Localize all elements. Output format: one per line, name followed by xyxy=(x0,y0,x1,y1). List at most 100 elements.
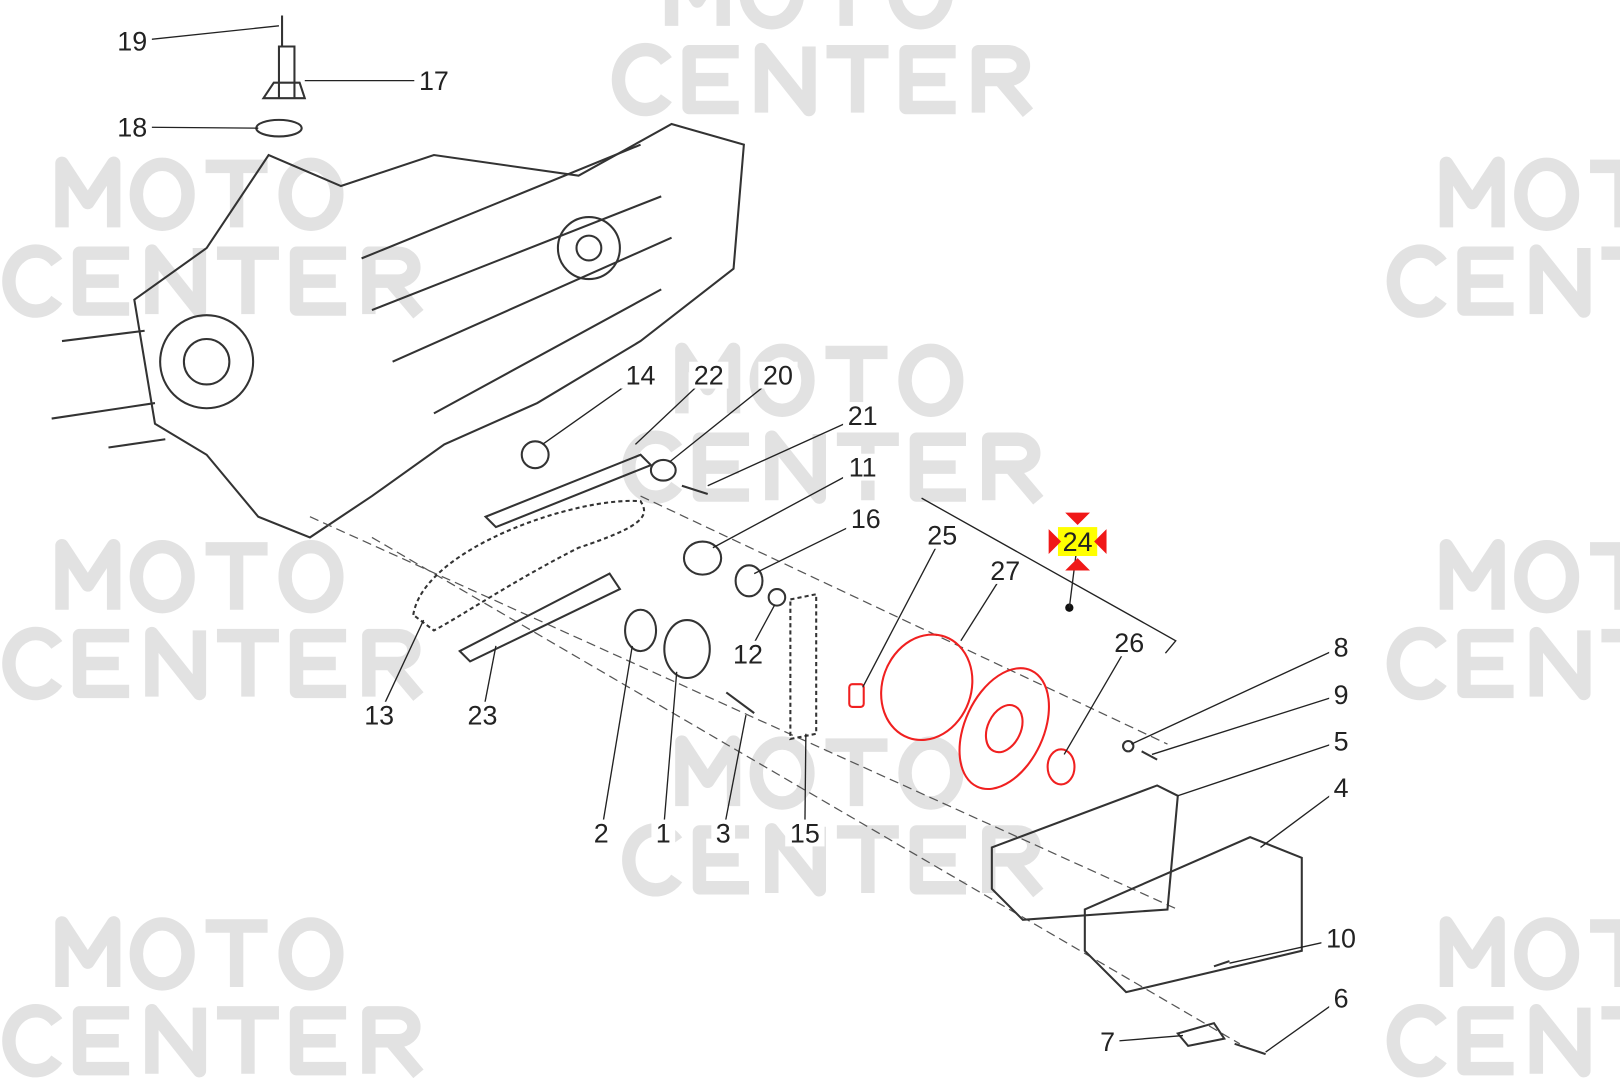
oil-pump-set-drawing-highlighted xyxy=(848,497,1177,791)
engine-crankcase-drawing xyxy=(51,15,745,539)
part-callout-7[interactable]: 7 xyxy=(1095,1027,1120,1057)
leader-line xyxy=(662,671,678,834)
label-background xyxy=(689,361,729,389)
label-background xyxy=(1321,924,1361,952)
part-callout-3[interactable]: 3 xyxy=(711,818,736,848)
selection-arrow-icon xyxy=(1065,512,1090,526)
watermark-logo xyxy=(629,742,1039,893)
leader-line xyxy=(132,25,280,43)
part-number-label[interactable]: 2 xyxy=(594,818,609,848)
watermark-logo xyxy=(618,0,1028,113)
part-callout-18[interactable]: 18 xyxy=(112,112,152,142)
leader-lines xyxy=(132,25,1342,1053)
part-number-label[interactable]: 27 xyxy=(990,556,1020,586)
part-callout-15[interactable]: 15 xyxy=(785,818,825,848)
label-background xyxy=(728,640,768,668)
label-background xyxy=(1329,774,1353,801)
label-background xyxy=(359,701,399,729)
part-number-label[interactable]: 5 xyxy=(1334,726,1349,756)
label-background xyxy=(711,819,736,847)
part-number-label[interactable]: 26 xyxy=(1114,628,1144,658)
part-callout-11[interactable]: 11 xyxy=(843,452,883,482)
part-number-label[interactable]: 16 xyxy=(851,504,881,534)
leader-line xyxy=(712,466,864,549)
label-background xyxy=(1109,629,1149,657)
part-callout-24[interactable]: 24 xyxy=(1048,512,1107,571)
leader-line xyxy=(1260,786,1342,849)
leader-line xyxy=(669,374,779,463)
selection-arrow-icon xyxy=(1048,529,1062,554)
part-number-label[interactable]: 1 xyxy=(656,818,671,848)
label-background xyxy=(414,67,454,95)
part-number-label[interactable]: 18 xyxy=(117,112,147,142)
leader-line xyxy=(1131,646,1342,745)
part-callout-1[interactable]: 1 xyxy=(651,818,676,848)
part-callout-22[interactable]: 22 xyxy=(689,360,729,390)
leader-line xyxy=(1063,642,1130,755)
part-number-label[interactable]: 15 xyxy=(790,818,820,848)
leader-line xyxy=(862,535,943,688)
label-background xyxy=(1329,633,1353,661)
leader-line xyxy=(707,414,863,487)
part-number-label[interactable]: 25 xyxy=(927,521,957,551)
part-number-label[interactable]: 3 xyxy=(716,818,731,848)
part-callout-4[interactable]: 4 xyxy=(1329,773,1353,803)
label-background xyxy=(589,819,614,847)
label-background xyxy=(846,505,886,533)
label-background xyxy=(462,701,503,729)
watermark-layer xyxy=(9,0,1620,1074)
part-number-label[interactable]: 19 xyxy=(117,27,147,57)
part-number-label[interactable]: 20 xyxy=(763,360,793,390)
part-callout-21[interactable]: 21 xyxy=(843,401,883,431)
watermark-logo xyxy=(9,923,419,1074)
part-number-label[interactable]: 11 xyxy=(849,452,877,482)
selection-arrow-icon xyxy=(1094,529,1107,554)
label-background xyxy=(985,557,1025,584)
part-number-label[interactable]: 6 xyxy=(1334,984,1349,1014)
part-callout-16[interactable]: 16 xyxy=(846,504,886,534)
part-callout-20[interactable]: 20 xyxy=(758,360,798,390)
highlight-box xyxy=(1057,527,1098,557)
label-background xyxy=(620,361,661,389)
label-background xyxy=(112,27,152,55)
part-callout-23[interactable]: 23 xyxy=(462,700,503,730)
part-number-label[interactable]: 21 xyxy=(848,401,878,431)
part-callout-9[interactable]: 9 xyxy=(1329,680,1353,710)
part-number-label[interactable]: 14 xyxy=(626,360,656,390)
label-background xyxy=(843,453,883,481)
part-number-label[interactable]: 7 xyxy=(1100,1027,1115,1057)
part-number-label[interactable]: 13 xyxy=(364,700,394,730)
part-callout-27[interactable]: 27 xyxy=(985,556,1025,586)
part-callout-14[interactable]: 14 xyxy=(620,360,661,390)
label-background xyxy=(1329,984,1353,1012)
part-number-label[interactable]: 22 xyxy=(694,360,724,390)
leader-line xyxy=(1177,740,1342,797)
part-number-label[interactable]: 9 xyxy=(1334,680,1349,710)
part-callout-2[interactable]: 2 xyxy=(589,818,614,848)
part-callout-10[interactable]: 10 xyxy=(1321,924,1361,954)
label-background xyxy=(785,819,825,847)
part-callout-26[interactable]: 26 xyxy=(1109,628,1149,658)
label-background xyxy=(1329,681,1353,708)
part-number-label[interactable]: 17 xyxy=(419,66,449,96)
part-number-label[interactable]: 23 xyxy=(468,700,498,730)
part-callout-19[interactable]: 19 xyxy=(112,27,152,57)
part-callout-13[interactable]: 13 xyxy=(359,700,399,730)
part-number-label[interactable]: 4 xyxy=(1334,773,1349,803)
part-number-label[interactable]: 24 xyxy=(1063,527,1093,557)
timing-parts-drawing xyxy=(309,440,1303,1056)
part-callout-12[interactable]: 12 xyxy=(728,639,768,670)
part-number-label[interactable]: 12 xyxy=(733,639,763,669)
part-callout-8[interactable]: 8 xyxy=(1329,632,1353,662)
part-callout-25[interactable]: 25 xyxy=(922,521,962,551)
part-callout-5[interactable]: 5 xyxy=(1329,726,1353,756)
leader-line xyxy=(722,715,747,834)
part-number-label[interactable]: 10 xyxy=(1326,924,1356,954)
part-callout-6[interactable]: 6 xyxy=(1329,984,1353,1014)
part-number-label[interactable]: 8 xyxy=(1334,632,1349,662)
leader-line xyxy=(1107,1034,1184,1043)
part-callout-17[interactable]: 17 xyxy=(414,66,454,96)
label-background xyxy=(1329,727,1353,755)
